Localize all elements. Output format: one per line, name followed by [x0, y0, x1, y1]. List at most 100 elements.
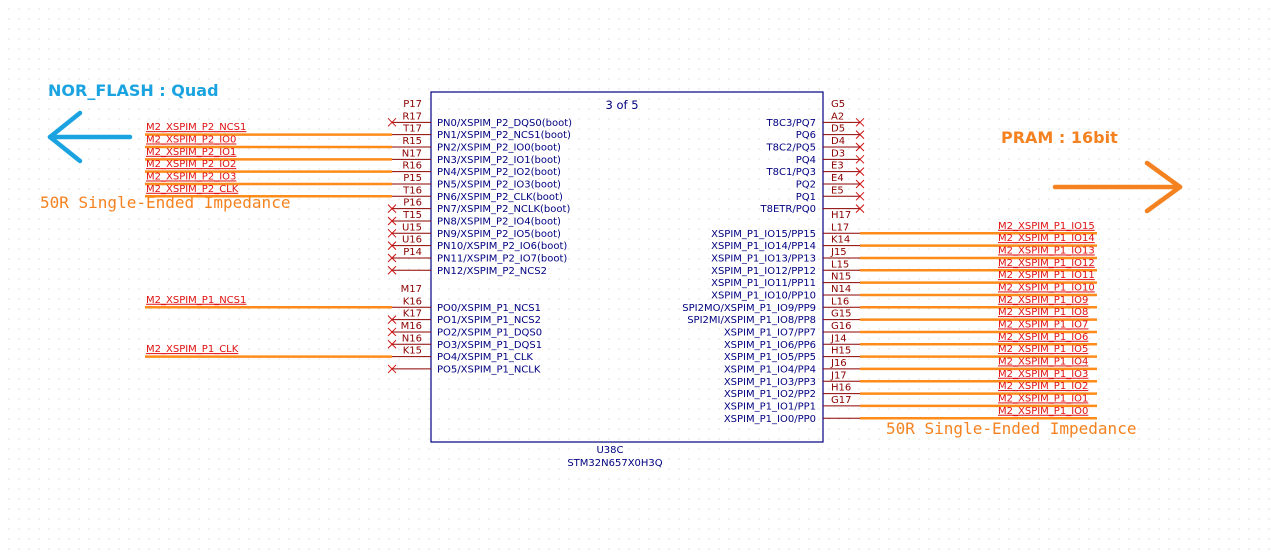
pin-number: E4: [831, 173, 844, 184]
net-label: M2_XSPIM_P1_IO0: [998, 406, 1088, 417]
pin-name: XSPIM_P1_IO6/PP6: [724, 340, 816, 351]
pin-number: K16: [403, 296, 422, 307]
no-connect-mark: [855, 191, 865, 201]
pin-name: XSPIM_P1_IO15/PP15: [711, 229, 816, 240]
no-connect-mark: [387, 327, 397, 337]
pin-number: G16: [831, 321, 851, 332]
pin-name: PQ4: [796, 155, 816, 166]
pin-number: P14: [403, 247, 422, 258]
pin-name: PN11/XSPIM_P2_IO7(boot): [437, 253, 567, 264]
net-label: M2_XSPIM_P1_IO5: [998, 344, 1088, 355]
net-label: M2_XSPIM_P1_IO13: [998, 245, 1095, 256]
pin-number: J17: [830, 370, 847, 381]
pin-number: N14: [831, 284, 851, 295]
net-label: M2_XSPIM_P1_IO2: [998, 381, 1088, 392]
pin-number: N15: [831, 272, 851, 283]
pin-name: XSPIM_P1_IO13/PP13: [711, 253, 816, 264]
pin-number: L16: [831, 296, 849, 307]
pin-name: PO1/XSPIM_P1_NCS2: [437, 315, 541, 326]
net-label: M2_XSPIM_P1_IO11: [998, 270, 1095, 281]
pin-name: XSPIM_P1_IO4/PP4: [724, 364, 816, 375]
net-label: M2_XSPIM_P2_IO0: [146, 134, 236, 145]
pin-number: G17: [831, 395, 851, 406]
pin-number: U16: [402, 235, 422, 246]
pin-number: H16: [831, 383, 851, 394]
net-label: M2_XSPIM_P2_CLK: [146, 184, 239, 195]
pin-number: P17: [403, 99, 422, 110]
pin-number: R17: [402, 111, 422, 122]
pin-number: G15: [831, 309, 851, 320]
no-connect-mark: [855, 117, 865, 127]
net-label: M2_XSPIM_P1_IO6: [998, 332, 1088, 343]
pin-number: T16: [402, 185, 422, 196]
pin-name: PO5/XSPIM_P1_NCLK: [437, 364, 541, 375]
no-connect-mark: [387, 253, 397, 263]
pin-name: XSPIM_P1_IO10/PP10: [711, 290, 816, 301]
no-connect-mark: [387, 364, 397, 374]
net-label: M2_XSPIM_P1_IO1: [998, 393, 1088, 404]
right-impedance-note: 50R Single-Ended Impedance: [886, 419, 1136, 438]
no-connect-mark: [855, 142, 865, 152]
pin-name: PN3/XSPIM_P2_IO1(boot): [437, 155, 561, 166]
pin-name: SPI2MO/XSPIM_P1_IO9/PP9: [682, 303, 816, 314]
pin-number: L17: [831, 222, 849, 233]
no-connect-mark: [855, 167, 865, 177]
pin-name: XSPIM_P1_IO2/PP2: [724, 389, 816, 400]
pin-number: M17: [401, 284, 422, 295]
no-connect-mark: [855, 179, 865, 189]
pin-number: E3: [831, 161, 844, 172]
pin-name: XSPIM_P1_IO11/PP11: [711, 278, 816, 289]
pin-number: D3: [831, 148, 845, 159]
left-arrow-icon: [47, 110, 133, 164]
pin-number: A2: [831, 111, 844, 122]
pin-number: H17: [831, 210, 851, 221]
net-label: M2_XSPIM_P2_NCS1: [146, 122, 246, 133]
pin-number: J16: [830, 358, 847, 369]
pin-name: XSPIM_P1_IO12/PP12: [711, 266, 816, 277]
pin-name: PN1/XSPIM_P2_NCS1(boot): [437, 130, 571, 141]
pin-name: XSPIM_P1_IO14/PP14: [711, 241, 816, 252]
net-label: M2_XSPIM_P1_IO12: [998, 258, 1095, 269]
no-connect-mark: [387, 315, 397, 324]
no-connect-mark: [855, 154, 865, 164]
pin-number: H15: [831, 346, 851, 357]
pin-name: PN9/XSPIM_P2_IO5(boot): [437, 229, 561, 240]
no-connect-mark: [387, 265, 397, 275]
pin-name: PN8/XSPIM_P2_IO4(boot): [437, 216, 561, 227]
pin-name: XSPIM_P1_IO1/PP1: [724, 401, 816, 412]
net-label: M2_XSPIM_P1_NCS1: [146, 295, 246, 306]
no-connect-mark: [387, 216, 397, 226]
pin-name: T8C1/PQ3: [766, 167, 816, 178]
no-connect-mark: [387, 117, 397, 127]
part-body[interactable]: [430, 91, 824, 443]
pin-number: D5: [831, 124, 845, 135]
pin-name: T8ETR/PQ0: [760, 204, 816, 215]
pram-title: PRAM : 16bit: [1001, 128, 1118, 147]
pin-name: PN7/XSPIM_P2_NCLK(boot): [437, 204, 570, 215]
pin-name: XSPIM_P1_IO5/PP5: [724, 352, 816, 363]
no-connect-mark: [387, 228, 397, 238]
pin-name: XSPIM_P1_IO0/PP0: [724, 414, 816, 425]
pin-name: T8C3/PQ7: [766, 118, 816, 129]
net-label: M2_XSPIM_P2_IO2: [146, 159, 236, 170]
net-label: M2_XSPIM_P1_IO15: [998, 221, 1095, 232]
pin-name: PN6/XSPIM_P2_CLK(boot): [437, 192, 563, 203]
pin-name: XSPIM_P1_IO3/PP3: [724, 377, 816, 388]
net-label: M2_XSPIM_P1_IO4: [998, 356, 1088, 367]
net-label: M2_XSPIM_P1_IO8: [998, 307, 1088, 318]
pin-number: P16: [403, 198, 422, 209]
net-label: M2_XSPIM_P1_IO7: [998, 319, 1088, 330]
net-label: M2_XSPIM_P2_IO1: [146, 147, 236, 158]
pin-name: PQ2: [796, 179, 816, 190]
net-label: M2_XSPIM_P1_IO14: [998, 233, 1095, 244]
pin-name: PO0/XSPIM_P1_NCS1: [437, 303, 541, 314]
pin-number: L15: [831, 259, 849, 270]
pin-name: PO2/XSPIM_P1_DQS0: [437, 327, 542, 338]
pin-name: PQ6: [796, 130, 816, 141]
pin-number: K15: [403, 346, 422, 357]
left-impedance-note: 50R Single-Ended Impedance: [40, 193, 290, 212]
pin-name: PN0/XSPIM_P2_DQS0(boot): [437, 118, 572, 129]
pin-number: M16: [401, 321, 422, 332]
no-connect-mark: [387, 241, 397, 250]
pin-name: T8C2/PQ5: [766, 142, 816, 153]
